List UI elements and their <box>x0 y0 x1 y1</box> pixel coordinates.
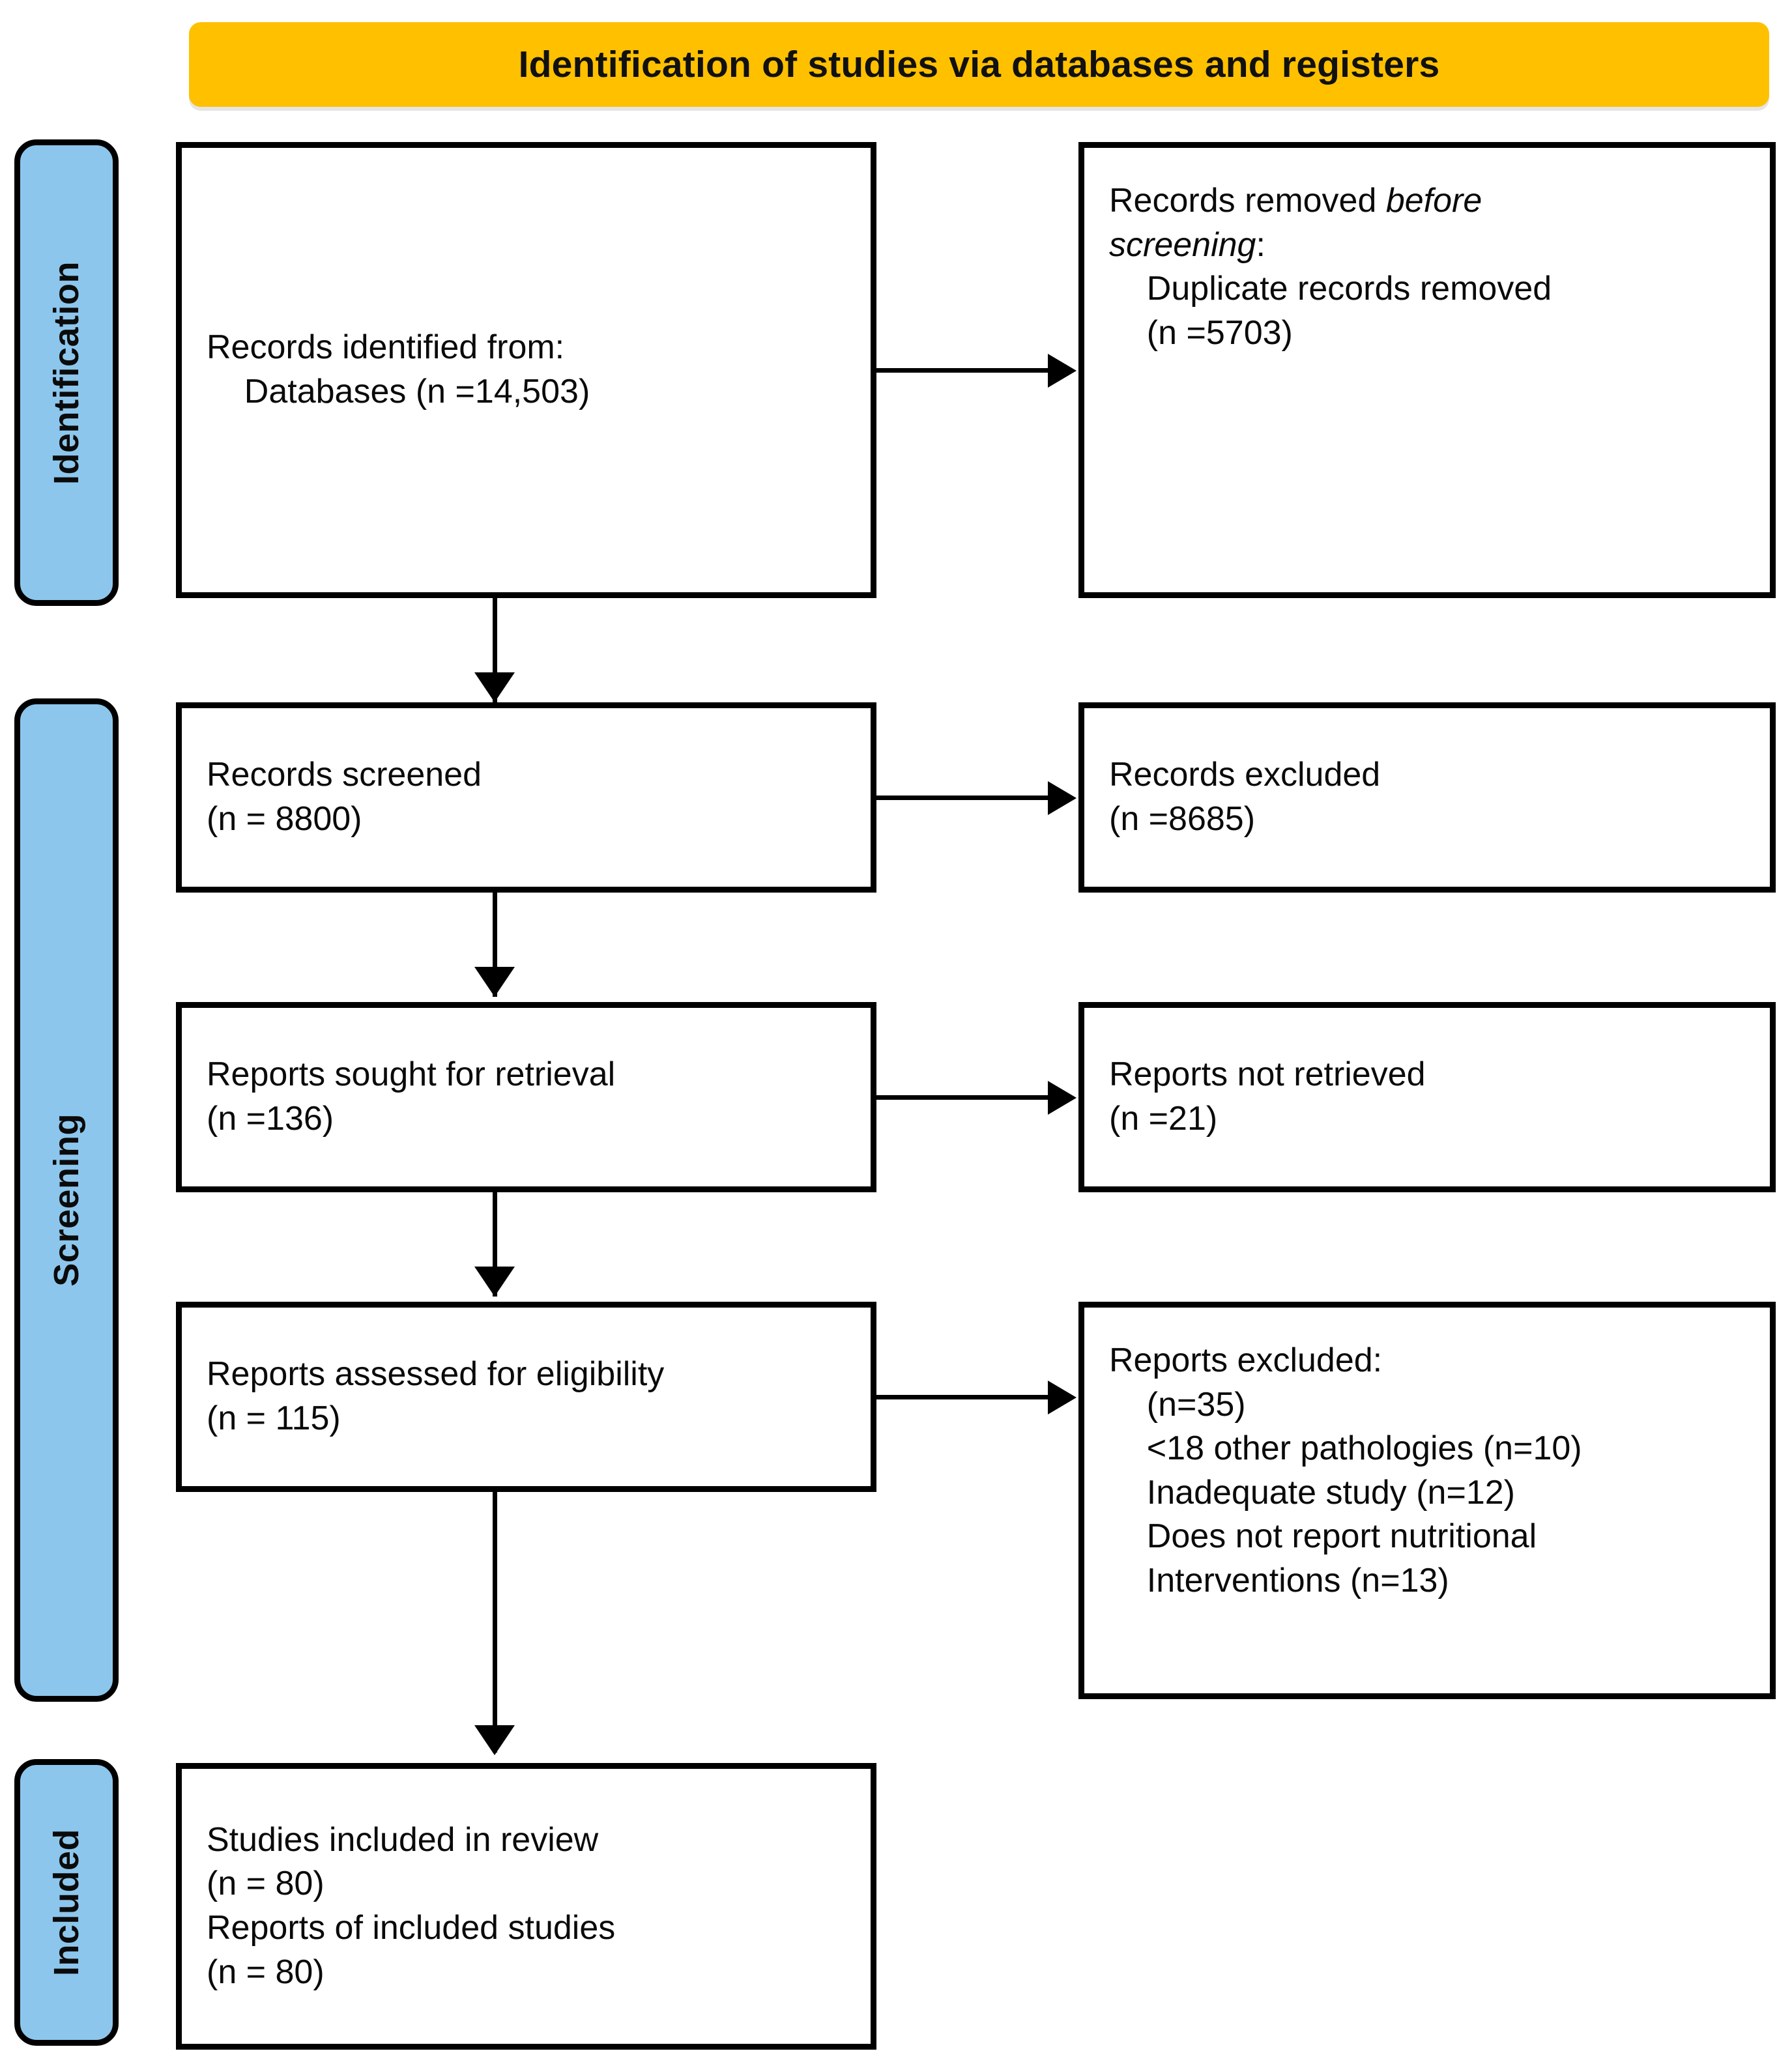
records-removed-line4: (n =5703) <box>1109 313 1293 352</box>
box-records-identified: Records identified from: Databases (n =1… <box>176 142 876 598</box>
box-studies-included-text: Studies included in review (n = 80) Repo… <box>207 1820 616 1991</box>
box-records-identified-text: Records identified from: Databases (n =1… <box>207 328 590 410</box>
records-removed-italic-screening: screening <box>1109 225 1256 264</box>
box-records-screened: Records screened (n = 8800) <box>176 702 876 893</box>
edge-assessed-to-excluded-line <box>876 1395 1050 1399</box>
edge-assessed-to-excluded-arrow <box>1048 1381 1077 1414</box>
edge-screened-to-excluded-arrow <box>1048 781 1077 815</box>
box-reports-assessed-text: Reports assessed for eligibility (n = 11… <box>207 1355 665 1437</box>
edge-sought-to-assessed-line <box>493 1192 497 1297</box>
records-removed-lead: Records removed <box>1109 182 1386 220</box>
box-studies-included: Studies included in review (n = 80) Repo… <box>176 1763 876 2050</box>
edge-identified-to-screened-line <box>493 598 497 702</box>
edge-sought-to-assessed-arrow <box>474 1267 515 1297</box>
edge-assessed-to-included-line <box>493 1492 497 1753</box>
stage-label-identification: Identification <box>47 261 86 485</box>
records-removed-italic-before: before <box>1385 182 1482 220</box>
box-records-removed: Records removed before screening: Duplica… <box>1078 142 1776 598</box>
box-reports-assessed: Reports assessed for eligibility (n = 11… <box>176 1302 876 1492</box>
records-removed-line3: Duplicate records removed <box>1109 270 1552 308</box>
stage-label-screening: Screening <box>47 1113 86 1287</box>
diagram-header-banner: Identification of studies via databases … <box>189 22 1769 107</box>
box-records-screened-text: Records screened (n = 8800) <box>207 756 482 838</box>
edge-identified-to-removed-line <box>876 368 1050 373</box>
box-reports-not-retrieved: Reports not retrieved (n =21) <box>1078 1002 1776 1192</box>
edge-screened-to-excluded-line <box>876 796 1050 800</box>
edge-sought-to-notretrieved-arrow <box>1048 1081 1077 1115</box>
box-records-removed-text: Records removed before screening: Duplica… <box>1109 179 1552 355</box>
box-reports-excluded: Reports excluded: (n=35) <18 other patho… <box>1078 1302 1776 1699</box>
box-reports-not-retrieved-text: Reports not retrieved (n =21) <box>1109 1055 1426 1138</box>
box-reports-excluded-text: Reports excluded: (n=35) <18 other patho… <box>1109 1341 1582 1599</box>
edge-identified-to-removed-arrow <box>1048 354 1077 388</box>
stage-label-included: Included <box>47 1828 86 1976</box>
edge-screened-to-sought-arrow <box>474 967 515 997</box>
diagram-title: Identification of studies via databases … <box>518 43 1440 85</box>
edge-sought-to-notretrieved-line <box>876 1095 1050 1100</box>
records-removed-colon: : <box>1256 225 1265 264</box>
box-records-excluded-text: Records excluded (n =8685) <box>1109 756 1381 838</box>
edge-assessed-to-included-arrow <box>474 1725 515 1755</box>
stage-bar-identification: Identification <box>14 139 119 606</box>
stage-bar-screening: Screening <box>14 698 119 1702</box>
edge-identified-to-screened-arrow <box>474 672 515 702</box>
box-records-excluded: Records excluded (n =8685) <box>1078 702 1776 893</box>
stage-bar-included: Included <box>14 1759 119 2046</box>
box-reports-sought: Reports sought for retrieval (n =136) <box>176 1002 876 1192</box>
edge-screened-to-sought-line <box>493 893 497 997</box>
box-reports-sought-text: Reports sought for retrieval (n =136) <box>207 1055 616 1138</box>
